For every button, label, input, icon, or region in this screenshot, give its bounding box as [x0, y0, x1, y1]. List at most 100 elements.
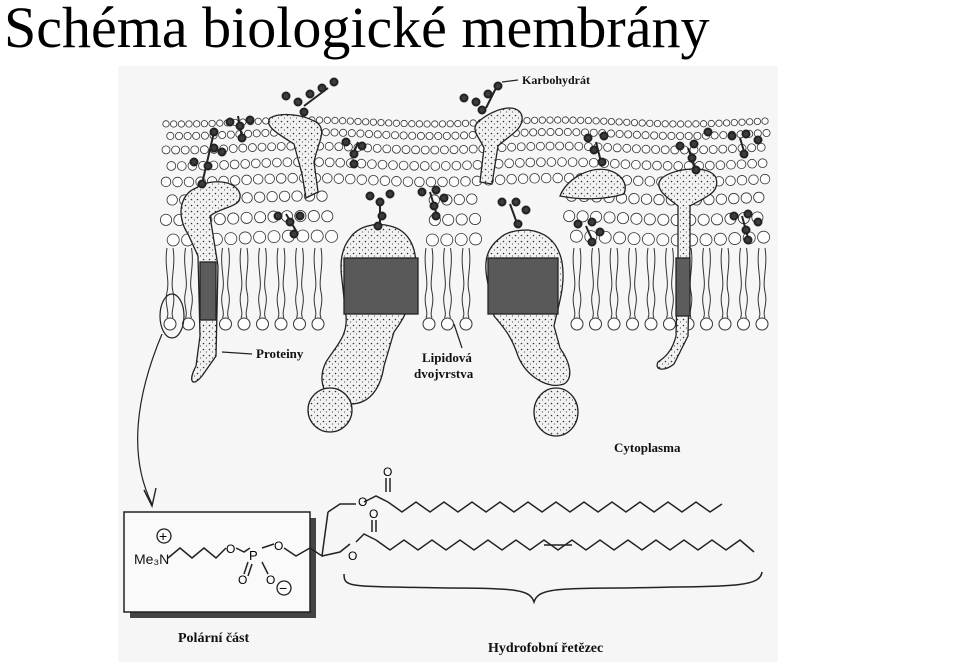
lipid-tail — [628, 247, 637, 293]
ester-upper — [363, 495, 389, 503]
lipid-head — [322, 173, 333, 184]
lipid-head — [584, 116, 592, 125]
phospholipid-skeleton — [167, 478, 763, 605]
lipid-head — [454, 120, 462, 128]
lipid-head — [430, 161, 441, 171]
lipid-head — [641, 131, 650, 140]
lipid-head — [736, 175, 748, 186]
lipid-head — [437, 176, 448, 188]
protein-top-left — [268, 113, 323, 199]
oxygen-atom: O — [383, 465, 392, 479]
oxygen-atom: O — [358, 495, 367, 509]
lipid-head — [252, 129, 261, 138]
glycerol-upper — [327, 503, 356, 513]
lipid-head — [267, 230, 281, 244]
lipid-head — [514, 158, 525, 168]
lipid-head — [607, 117, 615, 126]
oxygen-atom: O — [266, 573, 275, 587]
lipid-head — [660, 145, 670, 155]
protein-top-center — [474, 107, 523, 185]
lipid-head — [468, 144, 478, 154]
inner-lipid-tails — [165, 291, 767, 319]
lipid-head — [719, 131, 728, 140]
lipid-head — [644, 176, 656, 187]
lipid-head — [264, 173, 275, 184]
lipid-head — [218, 131, 227, 140]
lipid-head — [578, 157, 588, 168]
lipid-head — [756, 142, 766, 152]
plus-charge-circle — [156, 528, 172, 544]
lipid-head — [388, 160, 398, 170]
lipid-head — [373, 130, 382, 139]
lipid-head — [667, 131, 676, 140]
lipid-head — [653, 119, 662, 128]
carbohydrate-chain — [365, 189, 395, 231]
lipid-head — [646, 119, 654, 127]
lipid-head — [367, 159, 377, 169]
lipid-head — [462, 160, 472, 171]
lipid-head — [415, 120, 423, 128]
lipid-head — [291, 190, 303, 202]
phosphate-linker — [235, 547, 251, 553]
lipid-head — [200, 145, 209, 155]
lipid-head — [722, 119, 731, 127]
lipid-head — [714, 232, 727, 246]
lipid-head — [416, 131, 425, 140]
lipid-tail — [295, 291, 304, 319]
lipid-head — [440, 161, 451, 171]
lipid-head — [409, 161, 420, 171]
lipid-head — [335, 157, 346, 168]
lipid-head — [537, 128, 546, 137]
lipid-head — [504, 158, 515, 169]
lipid-head — [183, 176, 195, 188]
minus-charge-sign: − — [279, 580, 287, 596]
lipid-tail — [757, 247, 767, 293]
lipid-head — [469, 232, 483, 246]
lipid-head — [555, 128, 564, 137]
protein-bump-right — [559, 168, 626, 200]
lipid-head — [275, 173, 287, 184]
lipid-head — [446, 120, 454, 128]
lipid-head — [684, 120, 692, 128]
lipid-head — [715, 160, 726, 171]
lipid-head — [627, 232, 641, 246]
lipid-head — [459, 145, 469, 154]
leader-lines — [137, 79, 519, 509]
lipid-head — [507, 142, 517, 152]
lipid-head — [554, 116, 562, 124]
label-lipid-bilayer-line1: Lipidová — [422, 350, 472, 365]
lipid-head — [316, 116, 324, 124]
lipid-head — [592, 117, 600, 125]
lipid-head — [311, 317, 325, 331]
lipid-head — [192, 131, 201, 140]
lipid-head — [364, 129, 373, 138]
oxygen-atom: O — [369, 507, 378, 521]
label-cytoplasm: Cytoplasma — [614, 440, 681, 455]
lipid-head — [339, 128, 348, 137]
lipid-tail — [609, 247, 619, 293]
lipid-head — [628, 193, 640, 205]
lipid-tail — [258, 247, 267, 293]
lipid-head — [631, 159, 641, 170]
lipid-head — [546, 128, 555, 137]
lipid-head — [182, 317, 195, 331]
lipid-head — [398, 160, 409, 171]
lipid-tail — [591, 247, 600, 293]
lipid-head — [626, 317, 639, 331]
lipid-head — [161, 145, 171, 155]
lipid-head — [310, 229, 324, 243]
lipid-head — [589, 128, 598, 137]
lipid-head — [193, 120, 201, 128]
carbohydrate-chain — [497, 197, 531, 229]
lipid-head — [200, 120, 209, 128]
lipid-tail — [739, 247, 748, 293]
lipid-head — [163, 317, 177, 331]
lipid-head — [609, 158, 620, 169]
lipid-head — [253, 230, 267, 244]
lipid-head — [746, 118, 754, 126]
lipid-head — [346, 117, 354, 125]
lipid-head — [431, 120, 439, 128]
lipid-head — [377, 118, 385, 127]
lipid-head — [316, 190, 328, 202]
lipid-head — [190, 145, 200, 155]
